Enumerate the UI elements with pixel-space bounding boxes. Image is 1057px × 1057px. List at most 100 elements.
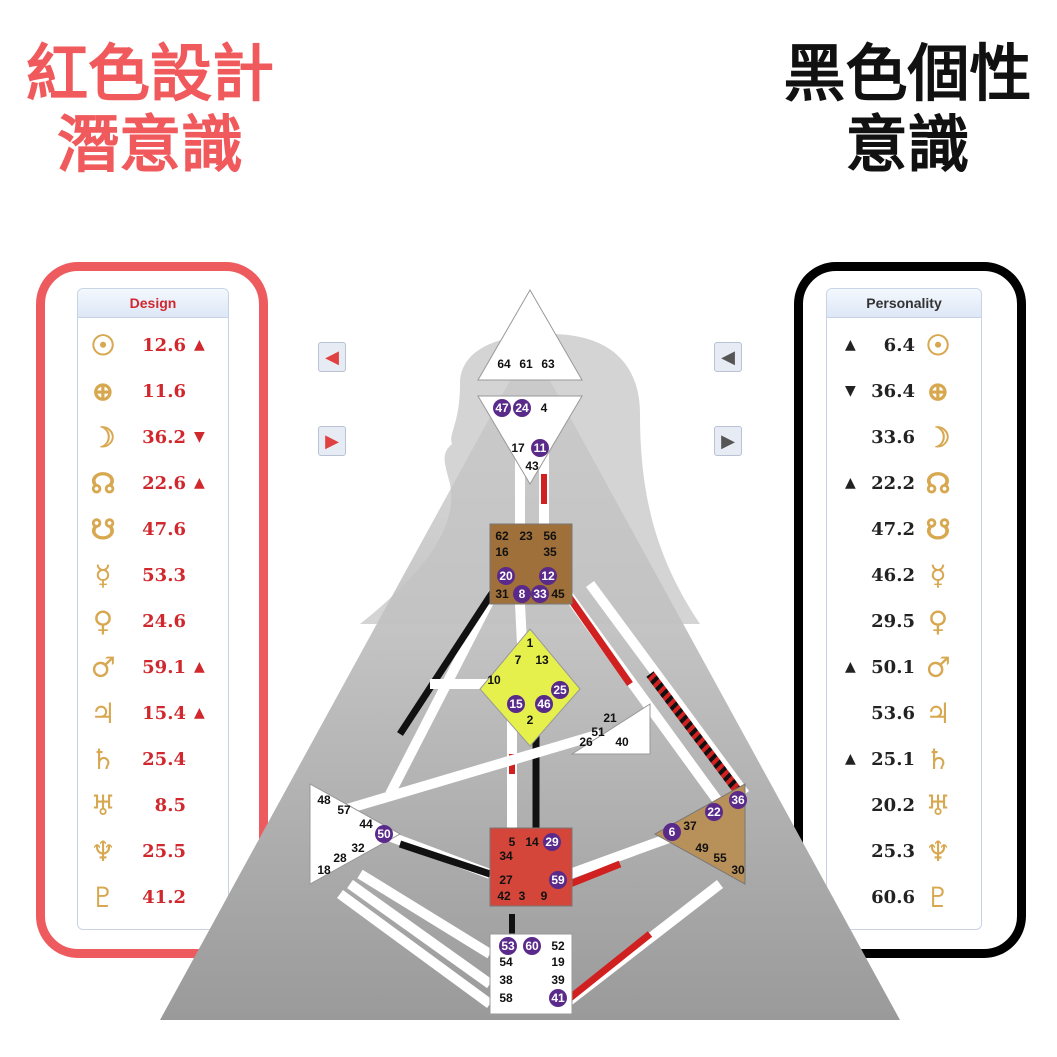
- design-row: ♇41.2: [78, 877, 228, 917]
- active-gate-marker: [705, 803, 723, 821]
- design-row-value: 59.1: [142, 656, 186, 678]
- gate-13: 13: [535, 653, 549, 667]
- south-node-icon: ☋: [90, 512, 116, 546]
- gate-35: 35: [543, 545, 557, 559]
- gate-54: 54: [499, 955, 513, 969]
- design-row: ♂ 59.1 ▲: [78, 647, 228, 687]
- gate-40: 40: [615, 735, 629, 749]
- active-gate-marker: [539, 567, 557, 585]
- design-row-value: 53.3: [142, 564, 186, 586]
- gate-61: 61: [519, 357, 533, 371]
- ego-center: [570, 703, 651, 755]
- uranus-icon: ♅: [90, 788, 116, 822]
- active-gate-marker: [493, 399, 511, 417]
- design-row: ⊕11.6: [78, 371, 228, 411]
- gate-31: 31: [495, 587, 509, 601]
- gate-34: 34: [499, 849, 513, 863]
- personality-panel-title: Personality: [827, 289, 981, 318]
- arrow-icon: ▲: [194, 475, 205, 491]
- active-gate-marker: [729, 791, 747, 809]
- design-row-value: 36.2: [142, 426, 186, 448]
- design-heading: 紅色設計 潛意識: [0, 38, 300, 181]
- design-row: ♅ 8.5: [78, 785, 228, 825]
- gate-24: 24: [515, 401, 529, 415]
- solar-plexus-center: [653, 783, 746, 885]
- gate-17: 17: [511, 441, 525, 455]
- gate-63: 63: [541, 357, 555, 371]
- active-gate-marker: [543, 833, 561, 851]
- neptune-icon: ♆: [90, 834, 116, 868]
- personality-row-value: 20.2: [871, 794, 915, 816]
- uranus-icon: ♅: [925, 788, 951, 822]
- active-gate-marker: [497, 567, 515, 585]
- personality-row: ☊22.2▲: [827, 463, 981, 503]
- personality-next-button[interactable]: ▶: [714, 426, 742, 456]
- personality-row: ☽33.6: [827, 417, 981, 457]
- sun-icon: ☉: [90, 328, 116, 362]
- north-node-icon: ☊: [925, 466, 951, 500]
- design-row-value: 8.5: [154, 794, 186, 816]
- gate-32: 32: [351, 841, 365, 855]
- design-panel: Design ☉12.6▲⊕11.6☽36.2▼☊22.6▲☋47.6☿53.3…: [77, 288, 229, 930]
- mars-icon: ♂: [925, 650, 951, 684]
- gate-43: 43: [525, 459, 539, 473]
- personality-row: ♃53.6: [827, 693, 981, 733]
- personality-row-value: 33.6: [871, 426, 915, 448]
- design-row: ☋47.6: [78, 509, 228, 549]
- gate-6: 6: [669, 825, 676, 839]
- design-row-value: 25.5: [142, 840, 186, 862]
- gate-2: 2: [527, 713, 534, 727]
- gate-1: 1: [527, 636, 534, 650]
- personality-row: ☉6.4▲: [827, 325, 981, 365]
- moon-icon: ☽: [90, 420, 116, 454]
- design-row: ♄25.4: [78, 739, 228, 779]
- gate-48: 48: [317, 793, 331, 807]
- gate-44: 44: [359, 817, 373, 831]
- gate-3: 3: [519, 889, 526, 903]
- active-gate-marker: [531, 439, 549, 457]
- personality-heading-line1: 黑色個性: [783, 37, 1032, 110]
- gate-55: 55: [713, 851, 727, 865]
- design-row: ☉12.6▲: [78, 325, 228, 365]
- design-highlight-frame: [36, 262, 268, 958]
- gate-21: 21: [603, 711, 617, 725]
- south-node-icon: ☋: [925, 512, 951, 546]
- active-gate-marker: [551, 681, 569, 699]
- personality-row: ♇60.6: [827, 877, 981, 917]
- design-row: ♀24.6: [78, 601, 228, 641]
- personality-row: ♆25.3: [827, 831, 981, 871]
- gate-39: 39: [551, 973, 565, 987]
- throat-center: [489, 523, 573, 605]
- active-gate-marker: [513, 399, 531, 417]
- gate-49: 49: [695, 841, 709, 855]
- gate-37: 37: [683, 819, 697, 833]
- jupiter-icon: ♃: [90, 696, 116, 730]
- design-row-value: 12.6: [142, 334, 186, 356]
- personality-row-value: 25.1: [871, 748, 915, 770]
- active-gate-marker: [549, 871, 567, 889]
- design-prev-button[interactable]: ◀: [318, 342, 346, 372]
- arrow-icon: ▼: [845, 383, 856, 399]
- gate-57: 57: [337, 803, 351, 817]
- design-row: ♆ 25.5: [78, 831, 228, 871]
- spleen-center: [309, 783, 402, 885]
- personality-row-value: 29.5: [871, 610, 915, 632]
- venus-icon: ♀: [927, 604, 949, 638]
- personality-row-value: 50.1: [871, 656, 915, 678]
- personality-heading: 黑色個性 意識: [758, 38, 1057, 181]
- design-row-value: 24.6: [142, 610, 186, 632]
- personality-prev-button[interactable]: ◀: [714, 342, 742, 372]
- mars-icon: ♂: [90, 650, 116, 684]
- gate-46: 46: [537, 697, 551, 711]
- gate-12: 12: [541, 569, 555, 583]
- gate-50: 50: [377, 827, 391, 841]
- arrow-icon: ▲: [194, 659, 205, 675]
- active-gate-marker: [531, 585, 549, 603]
- design-next-button[interactable]: ▶: [318, 426, 346, 456]
- mercury-icon: ☿: [929, 558, 947, 592]
- personality-row-value: 60.6: [871, 886, 915, 908]
- sun-icon: ☉: [925, 328, 951, 362]
- personality-row-value: 46.2: [871, 564, 915, 586]
- gate-22: 22: [707, 805, 721, 819]
